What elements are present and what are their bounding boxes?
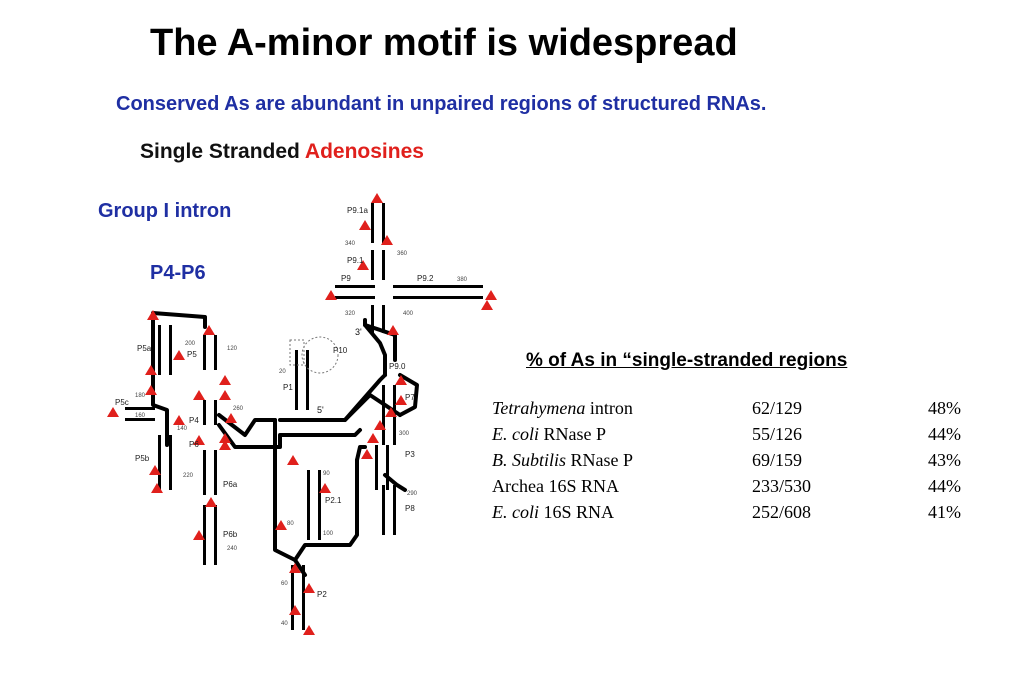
helix-label-p9-1a: P9.1a bbox=[347, 206, 368, 215]
percent-cell: 44% bbox=[928, 476, 961, 496]
table-title: % of As in “single-stranded regions bbox=[526, 350, 848, 371]
percent-cell: 43% bbox=[928, 450, 961, 470]
nt-number: 300 bbox=[399, 431, 410, 437]
organism-rest: RNase P bbox=[539, 424, 607, 444]
helix-label-p6: P6 bbox=[189, 440, 199, 449]
group-intron-label: Group I intron bbox=[98, 200, 232, 222]
helix-label-p3: P3 bbox=[405, 450, 415, 459]
nt-number: 20 bbox=[279, 369, 286, 375]
helix-label-p4: P4 bbox=[189, 416, 199, 425]
nt-number: 100 bbox=[323, 531, 334, 537]
diagram-heading: Single Stranded Adenosines bbox=[140, 140, 424, 164]
organism-rest: 16S RNA bbox=[539, 502, 615, 522]
nt-number: 320 bbox=[345, 311, 356, 317]
nt-number: 90 bbox=[323, 471, 330, 477]
nt-number: 220 bbox=[183, 473, 194, 479]
nt-number: 290 bbox=[407, 491, 418, 497]
helix-label-p9-0: P9.0 bbox=[389, 362, 406, 371]
helix-label-p9-1: P9.1 bbox=[347, 256, 364, 265]
percent-cell: 48% bbox=[928, 398, 961, 418]
count-cell: 62/129 bbox=[752, 398, 803, 418]
slide-title: The A-minor motif is widespread bbox=[150, 22, 738, 64]
nt-number: 380 bbox=[457, 277, 468, 283]
organism-italic: Tetrahymena bbox=[492, 398, 586, 418]
organism-italic: E. coli bbox=[492, 424, 539, 444]
count-cell: 252/608 bbox=[752, 502, 812, 522]
helix-label-p5a: P5a bbox=[137, 344, 152, 353]
helix-label-p10: P10 bbox=[333, 346, 348, 355]
helix-label-p1: P1 bbox=[283, 383, 293, 392]
nt-number: 180 bbox=[135, 393, 146, 399]
helix-label-p5b: P5b bbox=[135, 454, 150, 463]
helix-label-p9: P9 bbox=[341, 274, 351, 283]
nt-number: 160 bbox=[135, 413, 146, 419]
nt-number: 360 bbox=[397, 251, 408, 257]
nt-number: 60 bbox=[281, 581, 288, 587]
percent-cell: 41% bbox=[928, 502, 961, 522]
helix-label-p2: P2 bbox=[317, 590, 327, 599]
organism-rest: Archea 16S RNA bbox=[492, 476, 619, 496]
slide-subtitle: Conserved As are abundant in unpaired re… bbox=[116, 93, 767, 115]
helix-label-p6b: P6b bbox=[223, 530, 238, 539]
helix-label-p8: P8 bbox=[405, 504, 415, 513]
helix-label-p9-2: P9.2 bbox=[417, 274, 434, 283]
helix-label-p5c: P5c bbox=[115, 398, 129, 407]
nt-number: 80 bbox=[287, 521, 294, 527]
three-prime-end-label: 3' bbox=[355, 327, 362, 337]
count-cell: 55/126 bbox=[752, 424, 803, 444]
nt-number: 260 bbox=[233, 406, 244, 412]
nt-number: 400 bbox=[403, 311, 414, 317]
percent-cell: 44% bbox=[928, 424, 961, 444]
rna-secondary-structure-diagram: P9.1a P9.1 P9 P9.2 P5a P5 P5c P4 P6 P5b … bbox=[107, 193, 497, 635]
five-prime-end-label: 5' bbox=[317, 405, 324, 415]
helix-label-p2-1: P2.1 bbox=[325, 496, 342, 505]
count-cell: 69/159 bbox=[752, 450, 803, 470]
organism-rest: RNase P bbox=[566, 450, 634, 470]
organism-italic: E. coli bbox=[492, 502, 539, 522]
p4-p6-label: P4-P6 bbox=[150, 262, 206, 284]
nt-number: 200 bbox=[185, 341, 196, 347]
organism-italic: B. Subtilis bbox=[492, 450, 567, 470]
heading-adenosines: Adenosines bbox=[304, 140, 424, 163]
helix-label-p5: P5 bbox=[187, 350, 197, 359]
nt-number: 340 bbox=[345, 241, 356, 247]
organism-rest: intron bbox=[585, 398, 633, 418]
helix-label-p7: P7 bbox=[405, 393, 415, 402]
nt-number: 240 bbox=[227, 546, 238, 552]
heading-single-stranded: Single Stranded bbox=[140, 140, 300, 163]
nt-number: 40 bbox=[281, 621, 288, 627]
count-cell: 233/530 bbox=[752, 476, 812, 496]
helix-label-p6a: P6a bbox=[223, 480, 238, 489]
nt-number: 140 bbox=[177, 426, 188, 432]
nt-number: 120 bbox=[227, 346, 238, 352]
